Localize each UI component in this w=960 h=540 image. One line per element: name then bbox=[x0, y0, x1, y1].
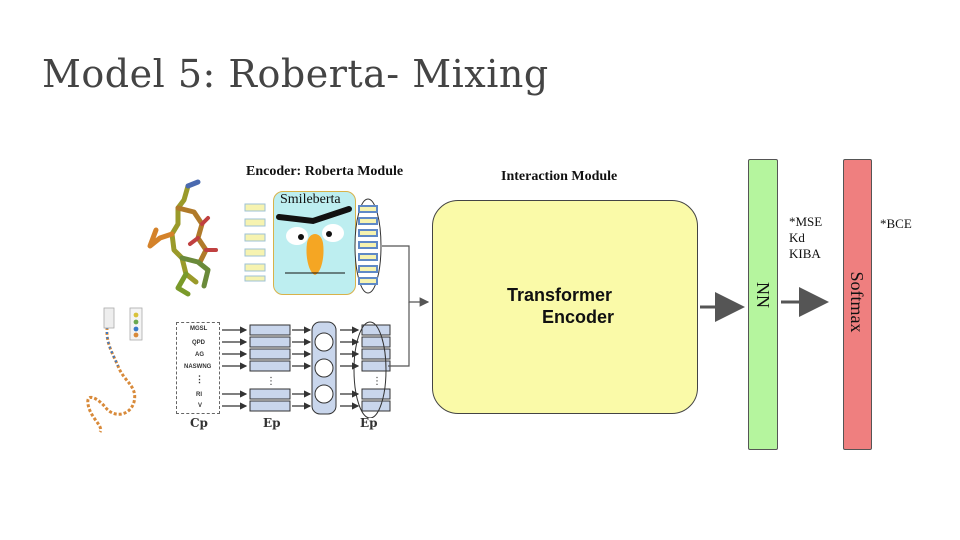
nn-notes: *MSE Kd KIBA bbox=[789, 214, 822, 262]
smiles-token-embeddings bbox=[244, 203, 266, 282]
protein-token-ag: AG bbox=[195, 352, 204, 358]
protein-token-ellipsis: ⋮ bbox=[195, 374, 204, 384]
label-ep-encoded: Ep bbox=[360, 416, 378, 430]
svg-text:⋮: ⋮ bbox=[266, 376, 276, 387]
interaction-header: Interaction Module bbox=[501, 169, 618, 184]
encoder-header: Encoder: Roberta Module bbox=[246, 164, 404, 179]
slide-title: Model 5: Roberta- Mixing bbox=[42, 52, 549, 96]
note-mse: *MSE bbox=[789, 214, 823, 229]
protein-token-v: V bbox=[198, 403, 203, 409]
protein-chain-image bbox=[86, 307, 143, 433]
smiles-encoded-embeddings bbox=[354, 198, 382, 294]
transformer-label-line2: Encoder bbox=[542, 307, 615, 327]
softmax-layer-bar bbox=[843, 159, 872, 450]
note-bce: *BCE bbox=[880, 216, 912, 231]
label-cp: Cp bbox=[190, 416, 208, 430]
nn-layer-bar bbox=[748, 159, 778, 450]
smileberta-bird-face-icon bbox=[276, 206, 352, 275]
transformer-encoder-box bbox=[432, 200, 698, 414]
protein-token-mgsl: MGSL bbox=[190, 326, 208, 332]
smileberta-label: Smileberta bbox=[280, 192, 341, 207]
protein-encoder-diagram: ⋮ ⋮ bbox=[222, 321, 391, 418]
transformer-encoder-label: Transformer Encoder bbox=[432, 284, 698, 328]
nn-label: NN bbox=[753, 282, 773, 308]
note-kd: Kd bbox=[789, 230, 805, 245]
transformer-label-line1: Transformer bbox=[507, 285, 613, 305]
label-ep: Ep bbox=[263, 416, 281, 430]
protein-sequence-box bbox=[176, 322, 220, 414]
protein-token-ri: RI bbox=[196, 392, 202, 398]
protein-token-qpd: QPD bbox=[192, 340, 206, 346]
protein-token-naswng: NASWNG bbox=[184, 364, 212, 370]
softmax-label: Softmax bbox=[847, 271, 867, 333]
svg-text:⋮: ⋮ bbox=[372, 376, 382, 387]
note-kiba: KIBA bbox=[789, 246, 821, 261]
molecule-structure-image bbox=[147, 179, 218, 297]
